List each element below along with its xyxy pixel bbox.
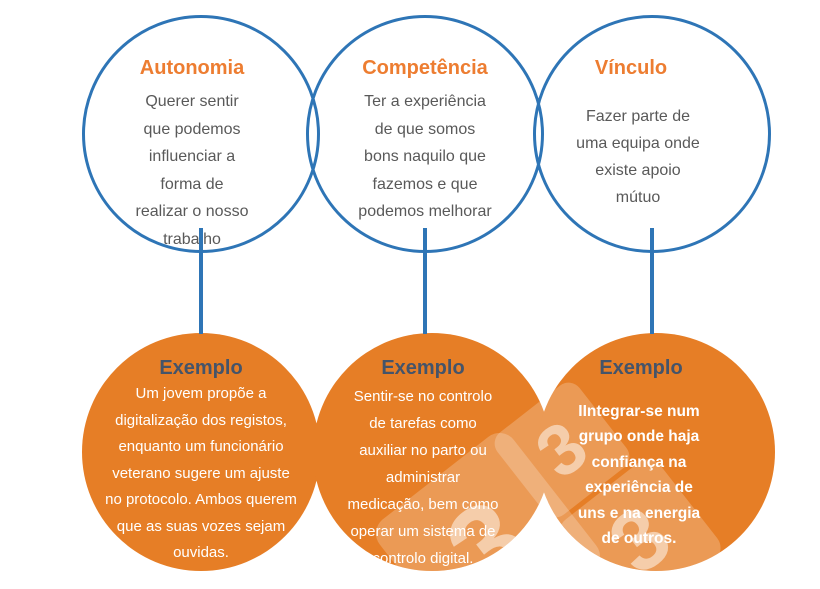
example-title-1: Exemplo [159,357,243,379]
connector-line-autonomia [199,228,203,334]
need-title-autonomia: Autonomia [139,57,245,79]
connector-line-competencia [423,228,427,334]
example-circle-fill-2 [313,333,551,571]
example-circle-fill-1 [82,333,320,571]
need-title-competencia: Competência [362,57,488,79]
example-title-2: Exemplo [381,357,465,379]
example-title-3: Exemplo [599,357,683,379]
connector-line-vinculo [650,228,654,334]
need-title-vinculo: Vínculo [594,57,668,79]
example-circle-fill-3 [537,333,775,571]
